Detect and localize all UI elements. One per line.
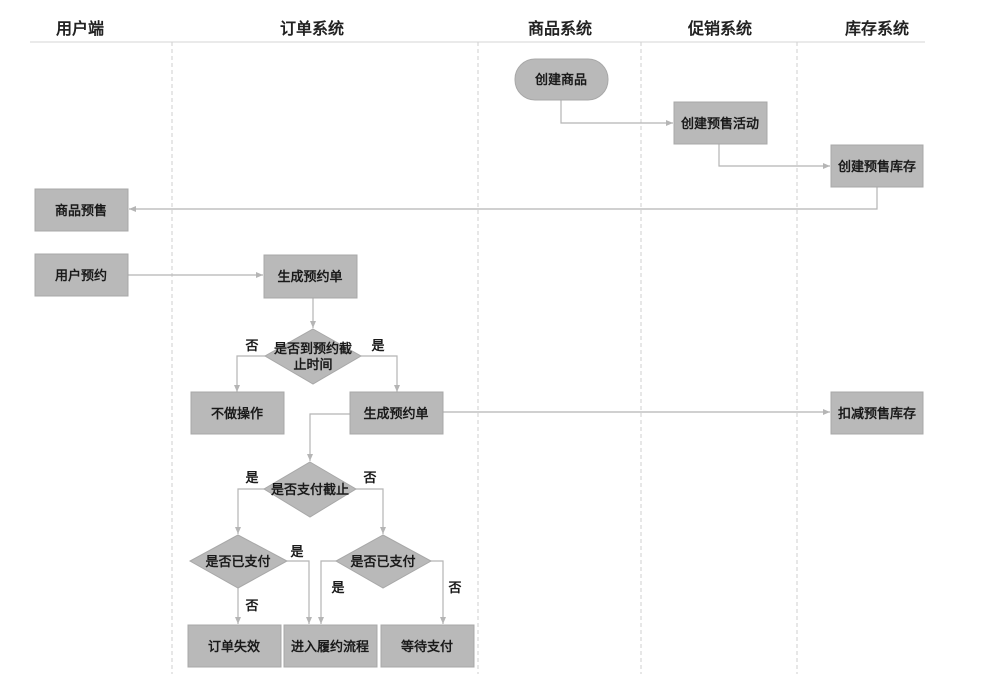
node-label: 扣减预售库存 bbox=[838, 406, 916, 422]
node-gen-reservation-1: 生成预约单 bbox=[263, 254, 358, 299]
node-label: 创建预售活动 bbox=[680, 116, 759, 132]
node-label: 订单失效 bbox=[208, 639, 261, 655]
edge-label-deadline-yes: 是 bbox=[370, 339, 385, 354]
node-fulfillment: 进入履约流程 bbox=[283, 624, 378, 668]
lane-title-stock: 库存系统 bbox=[845, 19, 909, 38]
node-label: 生成预约单 bbox=[363, 406, 428, 422]
node-label: 创建预售库存 bbox=[837, 159, 916, 175]
edge bbox=[287, 560, 312, 624]
edge bbox=[234, 355, 265, 392]
node-deduct-stock: 扣减预售库存 bbox=[830, 391, 924, 435]
edge bbox=[129, 187, 878, 212]
lane-title-product: 商品系统 bbox=[528, 19, 592, 38]
edge-label-pay-deadline-yes: 是 bbox=[244, 471, 259, 486]
node-await-payment: 等待支付 bbox=[380, 624, 475, 668]
edge-label-paid-right-yes: 是 bbox=[330, 581, 345, 596]
node-label: 用户预约 bbox=[54, 268, 107, 284]
edge bbox=[718, 144, 830, 169]
edge-label-paid-left-yes: 是 bbox=[289, 545, 304, 560]
edge-label-pay-deadline-no: 否 bbox=[362, 471, 376, 486]
node-label: 创建商品 bbox=[534, 72, 587, 88]
node-label: 商品预售 bbox=[55, 203, 107, 219]
node-create-product: 创建商品 bbox=[514, 58, 609, 101]
node-check-paid-right: 是否已支付 bbox=[334, 534, 433, 589]
node-order-invalid: 订单失效 bbox=[187, 624, 282, 668]
node-no-op: 不做操作 bbox=[190, 391, 285, 435]
edge bbox=[356, 488, 386, 534]
edge-label-paid-left-no: 否 bbox=[244, 599, 258, 614]
node-label: 不做操作 bbox=[211, 406, 263, 422]
node-create-presale-stock: 创建预售库存 bbox=[830, 144, 924, 188]
edge-label-deadline-no: 否 bbox=[244, 339, 258, 354]
node-label: 是否已支付 bbox=[204, 554, 270, 570]
node-label: 等待支付 bbox=[400, 639, 453, 655]
node-check-pay-deadline: 是否支付截止 bbox=[263, 461, 357, 518]
node-check-deadline: 是否到预约截 止时间 bbox=[263, 328, 363, 385]
lane-title-user: 用户端 bbox=[56, 19, 104, 38]
node-label: 是否已支付 bbox=[349, 554, 415, 570]
node-label-line-2: 止时间 bbox=[293, 357, 332, 373]
lane-title-promo: 促销系统 bbox=[687, 19, 752, 38]
edge bbox=[318, 560, 336, 624]
edge bbox=[430, 560, 446, 624]
node-label: 生成预约单 bbox=[277, 269, 342, 285]
node-label-line-1: 是否到预约截 bbox=[273, 341, 352, 357]
node-create-presale-activity: 创建预售活动 bbox=[673, 101, 768, 145]
lane-title-order: 订单系统 bbox=[280, 19, 344, 38]
node-gen-reservation-2: 生成预约单 bbox=[349, 391, 444, 435]
edge-label-paid-right-no: 否 bbox=[447, 581, 461, 596]
node-label: 进入履约流程 bbox=[291, 639, 369, 655]
edge bbox=[361, 355, 400, 392]
node-label: 是否支付截止 bbox=[270, 482, 349, 498]
node-product-presale: 商品预售 bbox=[34, 188, 129, 232]
node-user-reserve: 用户预约 bbox=[34, 253, 129, 297]
node-check-paid-left: 是否已支付 bbox=[188, 534, 289, 589]
edge bbox=[560, 100, 673, 126]
edge bbox=[235, 488, 264, 534]
